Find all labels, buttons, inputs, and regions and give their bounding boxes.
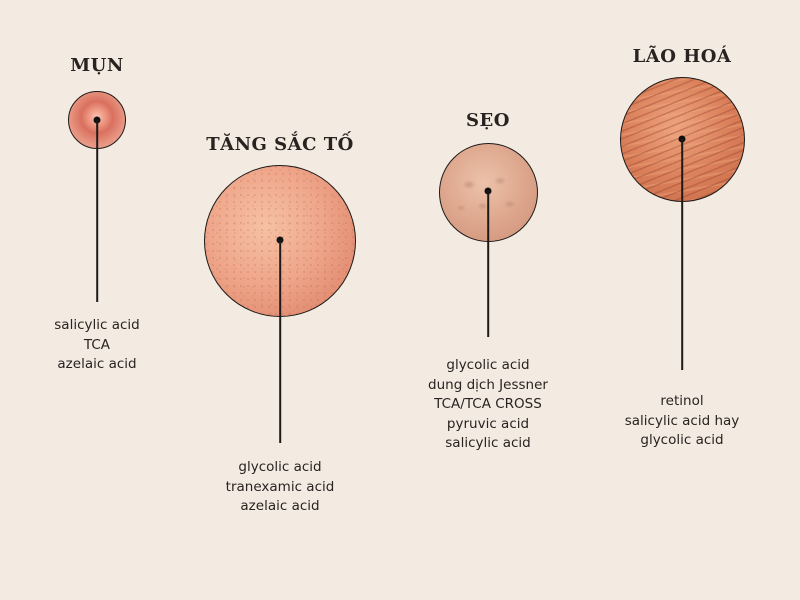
connector-line-scar <box>487 191 489 337</box>
treatment-item: TCA/TCA CROSS <box>434 396 542 412</box>
treatment-item: salicylic acid hay <box>624 412 740 429</box>
treatment-item: tranexamic acid <box>225 478 335 495</box>
treatment-item: salicylic acid <box>445 435 531 451</box>
treatment-item: retinol <box>660 393 704 409</box>
title-scar: SẸO <box>466 110 510 131</box>
connector-line-aging <box>681 139 683 370</box>
title-aging: LÃO HOÁ <box>632 46 732 67</box>
treatment-list-acne: salicylic acid TCA azelaic acid <box>54 316 139 375</box>
treatment-list-pigmentation: glycolic acid tranexamic acid azelaic ac… <box>226 458 335 517</box>
treatment-item: glycolic acid <box>446 357 530 373</box>
treatment-item: azelaic acid <box>240 498 320 514</box>
treatment-item: dung dịch Jessner <box>428 376 548 393</box>
treatment-item: pyruvic acid <box>446 415 530 432</box>
title-acne: MỤN <box>70 55 124 76</box>
title-pigmentation: TĂNG SẮC TỐ <box>206 134 354 155</box>
treatment-item: azelaic acid <box>57 356 137 372</box>
treatment-list-scar: glycolic acid dung dịch Jessner TCA/TCA … <box>428 356 548 454</box>
connector-line-acne <box>96 120 98 302</box>
connector-line-pigmentation <box>279 240 281 443</box>
treatment-list-aging: retinol salicylic acid hay glycolic acid <box>625 392 740 451</box>
treatment-item: glycolic acid <box>640 432 724 448</box>
treatment-item: salicylic acid <box>54 317 140 333</box>
treatment-item: glycolic acid <box>238 459 322 475</box>
treatment-item: TCA <box>83 336 111 353</box>
